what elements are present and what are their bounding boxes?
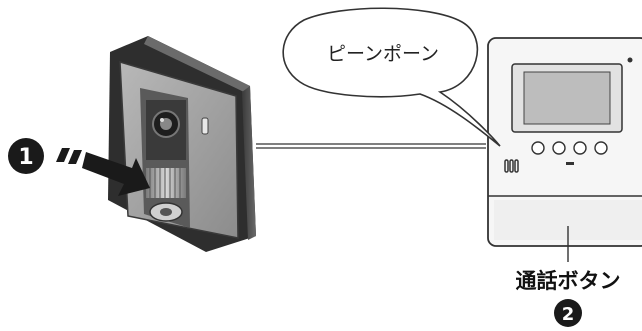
talk-button-label: 通話ボタン bbox=[516, 269, 621, 293]
step-two-badge: 2 bbox=[554, 299, 582, 327]
door-station bbox=[108, 36, 256, 252]
step-two-number: 2 bbox=[562, 304, 575, 325]
press-arrow bbox=[56, 148, 150, 196]
speech-bubble: ピーンポーン bbox=[282, 7, 501, 147]
step-one-number: 1 bbox=[18, 145, 33, 170]
monitor-button-4 bbox=[594, 141, 608, 155]
speaker-grill bbox=[146, 168, 186, 198]
speech-bubble-text: ピーンポーン bbox=[327, 43, 439, 65]
monitor-button-3 bbox=[573, 141, 587, 155]
monitor-button-1 bbox=[531, 141, 545, 155]
indoor-monitor bbox=[487, 37, 642, 247]
step-one-badge: 1 bbox=[8, 138, 44, 174]
monitor-button-2 bbox=[552, 141, 566, 155]
monitor-speaker-icon bbox=[504, 159, 519, 173]
connection-wire bbox=[256, 143, 486, 149]
